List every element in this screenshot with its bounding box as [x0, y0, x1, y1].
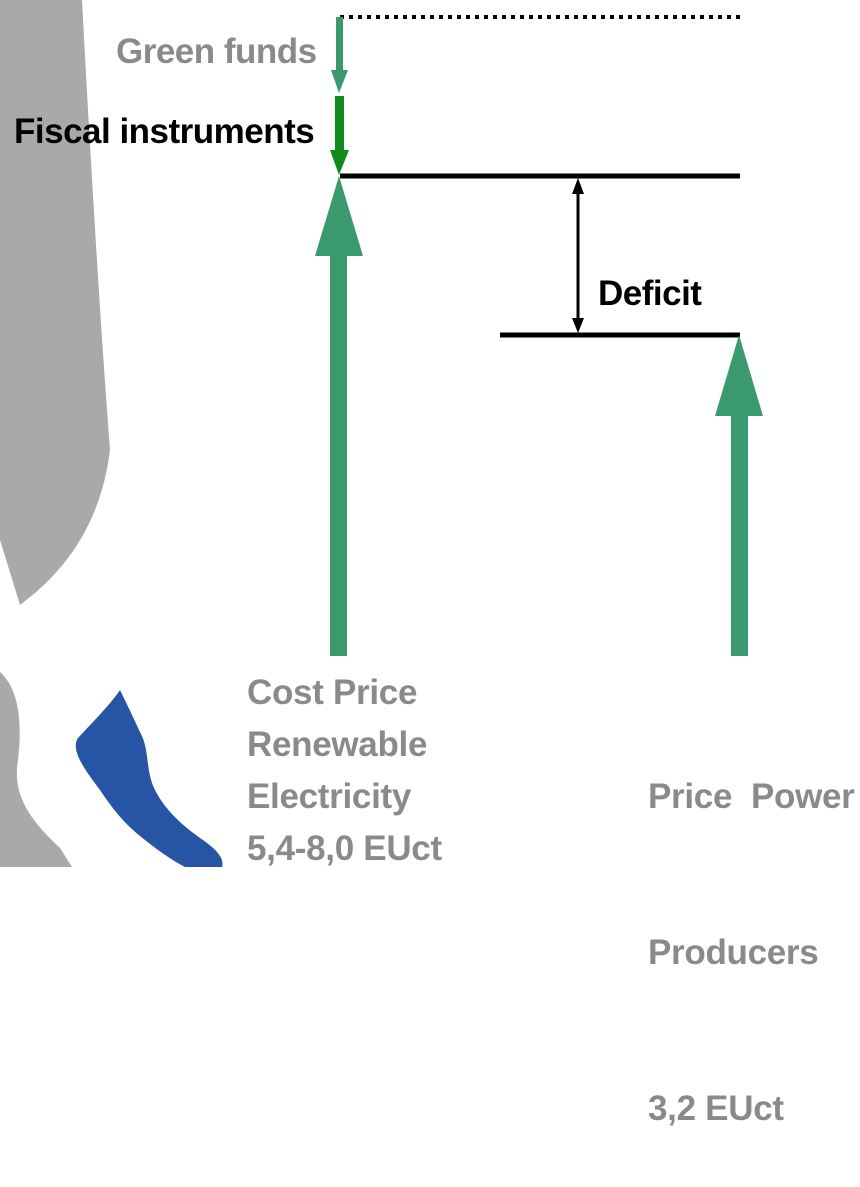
- fiscal-instruments-arrowhead: [330, 150, 349, 175]
- cost-price-arrow-shaft: [330, 253, 347, 656]
- gray-band-shape: [0, 0, 110, 605]
- cost-price-line-2: Renewable: [247, 725, 428, 764]
- cost-price-caption: Cost Price Renewable Electricity 5,4-8,0…: [247, 667, 442, 875]
- cost-price-line-4: 5,4-8,0 EUct: [247, 829, 442, 868]
- gray-blob-shape: [0, 672, 72, 867]
- blue-wave-shape: [75, 690, 223, 867]
- producer-price-arrow-shaft: [731, 413, 748, 656]
- producer-price-line-3: 3,2 EUct: [648, 1089, 784, 1128]
- fiscal-instruments-label: Fiscal instruments: [14, 112, 315, 151]
- deficit-label: Deficit: [598, 274, 702, 313]
- producer-price-arrowhead: [715, 335, 763, 416]
- producer-price-caption: Price Power Producers 3,2 EUct: [648, 667, 855, 1187]
- producer-price-line-1: Price Power: [648, 777, 855, 816]
- producer-price-line-2: Producers: [648, 933, 819, 972]
- green-funds-arrow-shaft: [336, 17, 343, 72]
- deficit-arrowhead-top: [572, 178, 584, 194]
- fiscal-instruments-arrow-shaft: [335, 96, 344, 152]
- green-funds-arrowhead: [331, 70, 348, 93]
- green-funds-label: Green funds: [116, 32, 317, 71]
- diagram-canvas: [0, 0, 763, 867]
- deficit-arrowhead-bottom: [572, 318, 584, 333]
- cost-price-line-1: Cost Price: [247, 673, 418, 712]
- cost-price-line-3: Electricity: [247, 777, 412, 816]
- cost-price-arrowhead: [315, 176, 363, 256]
